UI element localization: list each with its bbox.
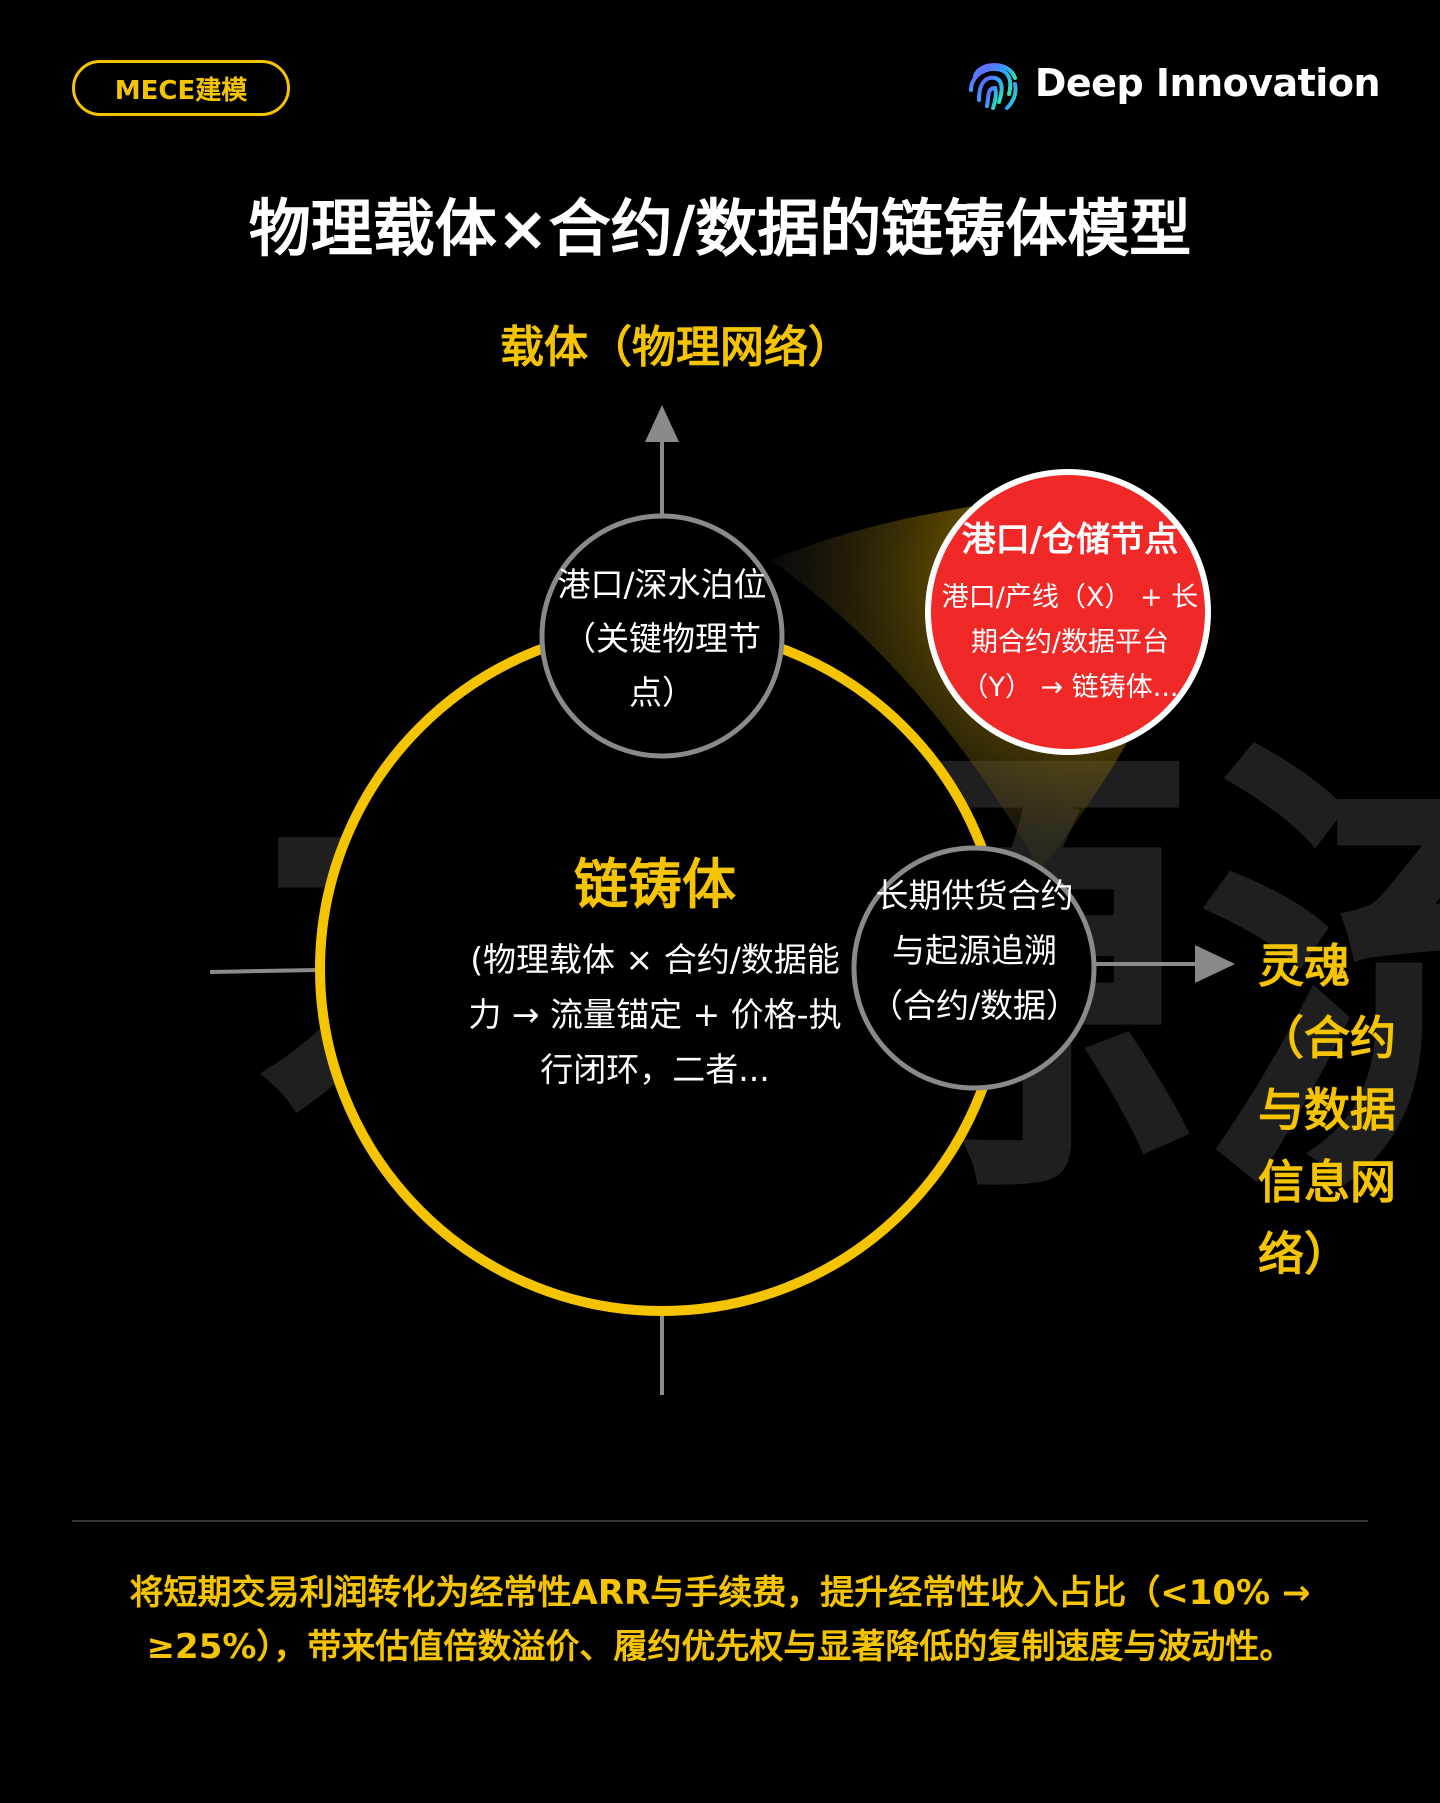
brand-name: Deep Innovation (1034, 61, 1381, 105)
axis-right-arrowhead (1195, 945, 1235, 983)
node-right-label: 长期供货合约与起源追溯（合约/数据） (869, 876, 1080, 1025)
summary-text: 将短期交易利润转化为经常性ARR与手续费，提升经常性收入占比（<10% → ≥2… (129, 1573, 1311, 1667)
brand-logo: Deep Innovation (965, 54, 1381, 112)
divider (72, 1520, 1368, 1522)
node-top-label: 港口/深水泊位（关键物理节点） (557, 565, 767, 712)
highlight-node-description: 港口/产线（X） + 长期合约/数据平台（Y） → 链铸体... (941, 582, 1199, 703)
center-title: 链铸体 (574, 853, 736, 916)
node-top-circle (539, 513, 785, 759)
axis-top-arrowhead (645, 405, 679, 442)
node-right-circle (851, 845, 1097, 1091)
highlight-node-title: 港口/仓储节点 (961, 520, 1179, 560)
mece-tag: MECE建模 (72, 60, 290, 116)
mece-tag-label: MECE建模 (114, 75, 248, 106)
axis-right-label: 灵魂（合约与数据信息网络） (1258, 939, 1396, 1281)
axis-left-line (209, 968, 319, 974)
center-description: (物理载体 × 合约/数据能力 → 流量锚定 + 价格-执行闭环，二者... (468, 940, 842, 1089)
axis-top-label: 载体（物理网络） (500, 322, 852, 373)
fingerprint-icon (968, 63, 1018, 110)
highlight-node-circle (925, 469, 1211, 755)
page-title: 物理载体×合约/数据的链铸体模型 (248, 192, 1192, 265)
